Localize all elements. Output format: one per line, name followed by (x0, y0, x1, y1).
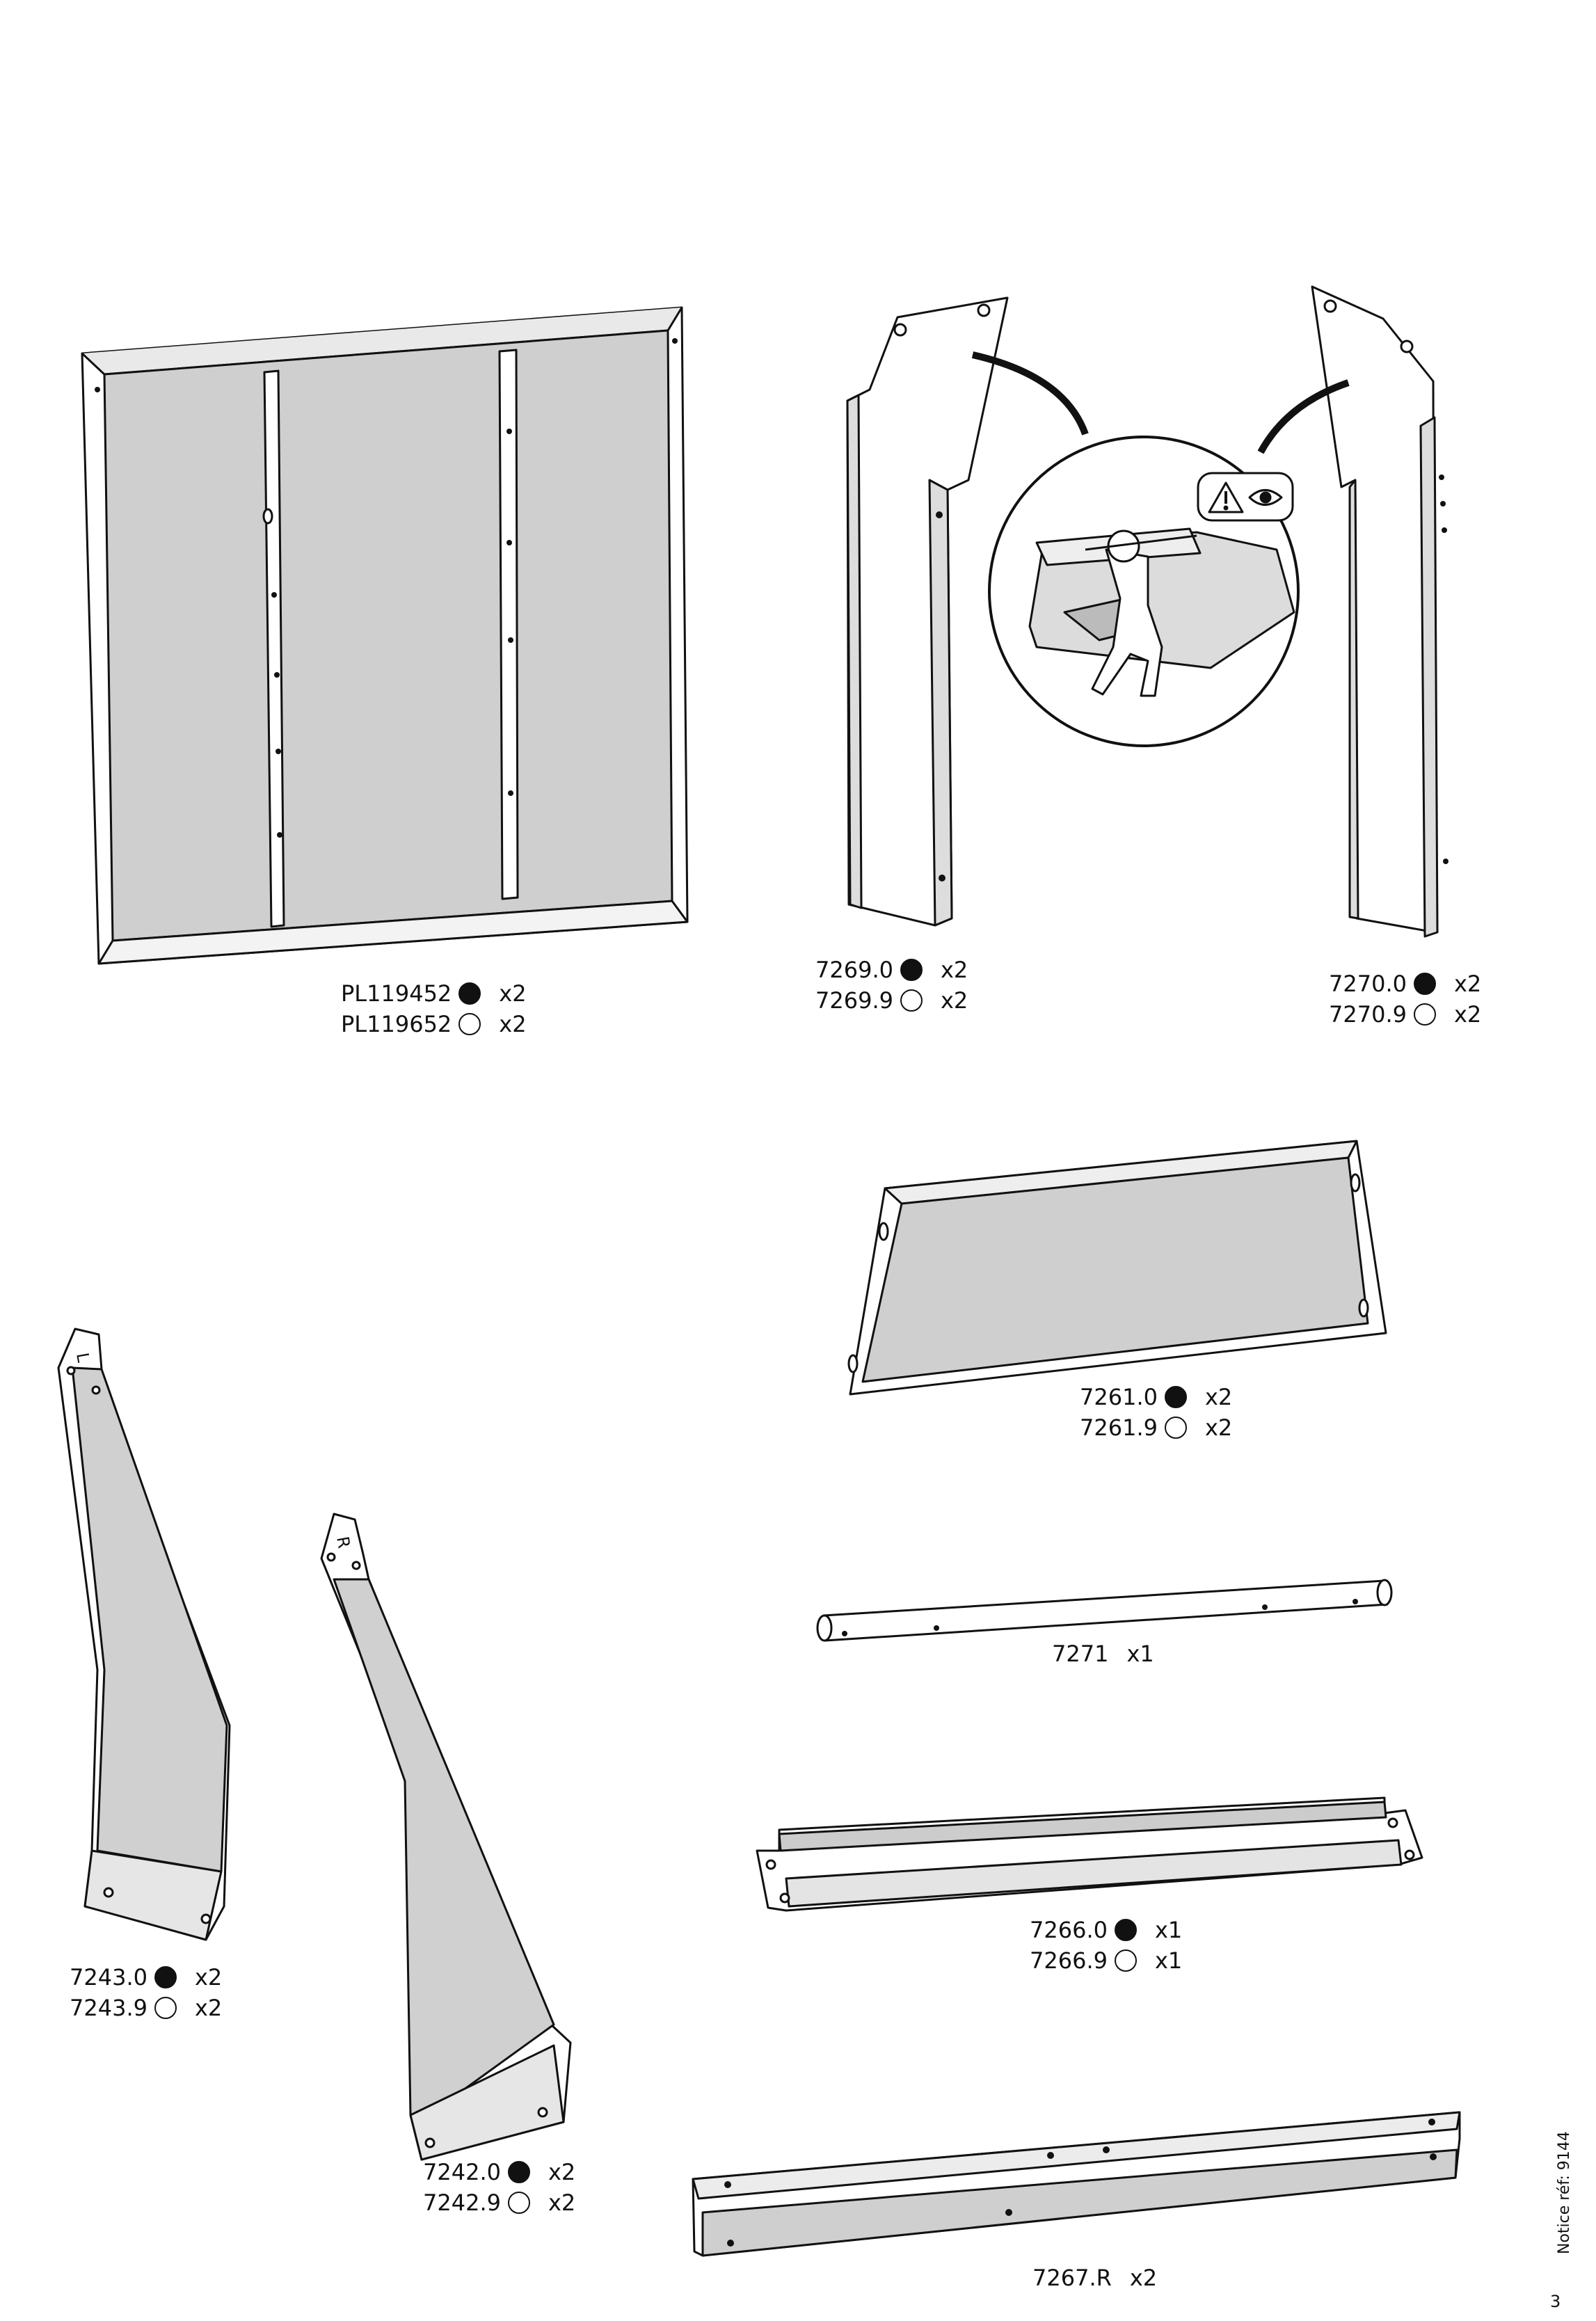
part-quantity: x2 (940, 957, 968, 983)
part-line: PL119452 x2 (341, 978, 527, 1009)
part-quantity: x2 (499, 1011, 527, 1037)
finish-dark-icon (900, 959, 923, 981)
part-line: 7269.9 x2 (815, 985, 968, 1016)
part-label-top-rail: 7266.0 x1 7266.9 x1 (1030, 1915, 1182, 1976)
part-code: 7261.9 (1080, 1414, 1158, 1441)
finish-light-icon (507, 2192, 530, 2214)
part-code: 7261.0 (1080, 1384, 1158, 1410)
finish-dark-icon (507, 2161, 530, 2183)
part-code: 7242.9 (423, 2190, 501, 2216)
part-label-left-post: 7269.0 x2 7269.9 x2 (815, 955, 968, 1016)
part-quantity: x1 (1126, 1641, 1154, 1667)
part-code: 7243.0 (70, 1964, 147, 1991)
part-quantity: x2 (1453, 971, 1482, 997)
finish-light-icon (1413, 1003, 1436, 1026)
part-code: PL119452 (341, 980, 452, 1007)
right-post-drawing (1311, 285, 1449, 938)
warning-eye-callout (1197, 472, 1294, 522)
right-gable-tag: R (333, 1535, 353, 1549)
right-gable-drawing: R (320, 1513, 572, 2161)
part-code: 7266.9 (1030, 1947, 1108, 1974)
part-label-tube: 7271 x1 (1052, 1638, 1154, 1669)
part-line: 7270.0 x2 (1329, 968, 1481, 999)
finish-light-icon (1164, 1417, 1187, 1439)
part-line: 7269.0 x2 (815, 955, 968, 985)
part-quantity: x2 (1129, 2265, 1158, 2291)
part-quantity: x1 (1154, 1947, 1183, 1974)
part-code: 7266.0 (1030, 1917, 1108, 1943)
finish-light-icon (154, 1997, 177, 2019)
top-rail-drawing (756, 1796, 1423, 1912)
part-line: 7261.0 x2 (1080, 1382, 1232, 1412)
part-label-ground-rail: 7267.R x2 (1032, 2263, 1157, 2293)
part-line: 7243.9 x2 (70, 1993, 222, 2023)
part-quantity: x2 (1453, 1001, 1482, 1028)
part-quantity: x2 (194, 1995, 223, 2021)
part-line: 7266.0 x1 (1030, 1915, 1182, 1945)
part-quantity: x1 (1154, 1917, 1183, 1943)
part-line: 7242.9 x2 (423, 2187, 575, 2218)
part-line: 7270.9 x2 (1329, 999, 1481, 1030)
part-code: PL119652 (341, 1011, 452, 1037)
finish-light-icon (458, 1013, 481, 1035)
part-code: 7269.0 (815, 957, 893, 983)
finish-light-icon (1114, 1949, 1137, 1972)
door-panel-drawing (81, 306, 689, 965)
left-post-drawing (846, 296, 1009, 927)
part-quantity: x2 (499, 980, 527, 1007)
part-line: 7271 x1 (1052, 1638, 1154, 1669)
part-label-roof-panel: 7261.0 x2 7261.9 x2 (1080, 1382, 1232, 1443)
left-gable-tag: L (72, 1351, 93, 1364)
part-quantity: x2 (940, 987, 968, 1014)
finish-dark-icon (1413, 973, 1436, 995)
page-number: 3 (1550, 2292, 1561, 2311)
part-code: 7270.0 (1329, 971, 1407, 997)
part-line: 7266.9 x1 (1030, 1945, 1182, 1976)
part-label-right-post: 7270.0 x2 7270.9 x2 (1329, 968, 1481, 1030)
part-code: 7243.9 (70, 1995, 147, 2021)
part-line: PL119652 x2 (341, 1009, 527, 1039)
finish-light-icon (900, 989, 923, 1012)
notice-reference: Notice réf: 9144 (1556, 2131, 1573, 2254)
finish-dark-icon (154, 1966, 177, 1988)
part-code: 7269.9 (815, 987, 893, 1014)
part-code: 7270.9 (1329, 1001, 1407, 1028)
finish-dark-icon (458, 982, 481, 1005)
part-code: 7267.R (1032, 2265, 1112, 2291)
part-label-left-gable: 7243.0 x2 7243.9 x2 (70, 1962, 222, 2023)
part-quantity: x2 (194, 1964, 223, 1991)
part-quantity: x2 (1204, 1414, 1233, 1441)
part-quantity: x2 (548, 2190, 576, 2216)
roof-panel-drawing (847, 1140, 1387, 1396)
part-line: 7267.R x2 (1032, 2263, 1157, 2293)
left-gable-drawing: L (57, 1327, 231, 1941)
part-label-right-gable: 7242.0 x2 7242.9 x2 (423, 2157, 575, 2218)
finish-dark-icon (1114, 1919, 1137, 1941)
part-quantity: x2 (1204, 1384, 1233, 1410)
part-line: 7243.0 x2 (70, 1962, 222, 1993)
part-line: 7261.9 x2 (1080, 1412, 1232, 1443)
part-code: 7271 (1052, 1641, 1109, 1667)
ground-rail-drawing (692, 2111, 1461, 2257)
part-line: 7242.0 x2 (423, 2157, 575, 2187)
finish-dark-icon (1164, 1386, 1187, 1408)
tube-drawing (816, 1579, 1393, 1642)
part-code: 7242.0 (423, 2159, 501, 2185)
part-quantity: x2 (548, 2159, 576, 2185)
